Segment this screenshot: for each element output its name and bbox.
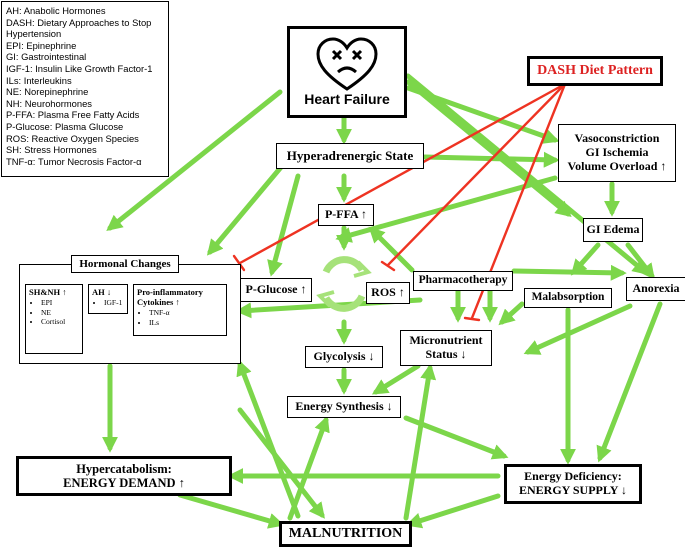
vaso-line-2: GI Ischemia (585, 145, 649, 160)
pffa-label: P-FFA ↑ (324, 207, 368, 222)
bar-ros (380, 260, 396, 272)
sad-heart-icon (316, 37, 378, 91)
edge-gi-anorexia (625, 242, 655, 280)
energy-synthesis-label: Energy Synthesis ↓ (295, 399, 393, 414)
malabsorption-label: Malabsorption (531, 291, 605, 304)
sh-nh-box: SH&NH ↑ EPI NE Cortisol (25, 284, 83, 354)
bar-pglucose (232, 254, 246, 272)
anorexia-node: Anorexia (626, 277, 685, 301)
energy-deficiency-line-1: Energy Deficiency: (524, 469, 622, 484)
cytokines-title-1: Pro-inflammatory (137, 287, 203, 297)
ros-label: ROS ↑ (371, 285, 405, 300)
abbreviation-entry: IGF-1: Insulin Like Growth Factor-1 (6, 62, 153, 74)
energy-deficiency-line-2: ENERGY SUPPLY ↓ (518, 483, 628, 497)
bar-micro (463, 316, 481, 322)
heart-failure-label: Heart Failure (304, 90, 390, 107)
abbreviation-entry: TNF-α: Tumor Necrosis Factor-α (6, 155, 142, 167)
ah-item: IGF-1 (104, 298, 124, 308)
vaso-line-3: Volume Overload ↑ (567, 158, 667, 173)
malabsorption-node: Malabsorption (524, 288, 612, 308)
abbreviation-entry: DASH: Dietary Approaches to Stop (6, 16, 152, 28)
cycle-arrows-icon (316, 256, 372, 312)
micronutrient-line-2: Status ↓ (425, 347, 467, 361)
vaso-line-1: Vasoconstriction (574, 131, 660, 146)
edge-hyper-pglucose (267, 173, 301, 277)
abbreviation-entry: NE: Norepinephrine (6, 86, 89, 98)
edge-hf-gi (405, 79, 572, 218)
hyperadrenergic-state-node: Hyperadrenergic State (276, 143, 424, 169)
abbreviation-entry: GI: Gastrointestinal (6, 51, 87, 63)
pglucose-label: P-Glucose ↑ (245, 282, 307, 297)
gi-edema-label: GI Edema (586, 222, 640, 237)
malnutrition-label: MALNUTRITION (288, 525, 403, 541)
edge-malnut-hormonal (236, 359, 301, 519)
gi-edema-node: GI Edema (583, 218, 643, 242)
edge-malnut-esynth (287, 415, 330, 521)
hormonal-changes-label: Hormonal Changes (79, 257, 171, 270)
edge-dash-ros (386, 82, 567, 267)
edge-pharm-anorexia (511, 264, 627, 281)
abbreviation-entry: ROS: Reactive Oxygen Species (6, 132, 139, 144)
edge-hypercat-malnut (177, 492, 285, 529)
energy-deficiency-node: Energy Deficiency: ENERGY SUPPLY ↓ (504, 464, 642, 504)
sh-nh-item: NE (41, 308, 79, 318)
abbreviation-entry: NH: Neurohormones (6, 97, 92, 109)
edge-hf-hormonal (106, 89, 283, 231)
hypercatabolism-line-2: ENERGY DEMAND ↑ (63, 476, 185, 490)
ah-title: AH ↓ (92, 287, 112, 297)
edge-anorexia-micro (523, 303, 633, 355)
abbreviation-entry: ILs: Interleukins (6, 74, 72, 86)
abbreviation-entry: EPI: Epinephrine (6, 39, 77, 51)
abbreviation-entry: SH: Stress Hormones (6, 144, 97, 156)
edge-dash-pglucose (238, 82, 567, 265)
pharmacotherapy-label: Pharmacotherapy (418, 274, 508, 287)
abbreviation-entry: P-Glucose: Plasma Glucose (6, 120, 124, 132)
edge-micro-esynth (371, 363, 421, 395)
edge-malab-micro (498, 301, 525, 326)
energy-synthesis-node: Energy Synthesis ↓ (287, 396, 401, 418)
heart-failure-node: Heart Failure (287, 26, 407, 118)
hyperadrenergic-label: Hyperadrenergic State (286, 147, 414, 163)
sh-nh-title: SH&NH ↑ (29, 287, 67, 297)
hypercatabolism-node: Hypercatabolism: ENERGY DEMAND ↑ (16, 456, 232, 496)
edge-malnut-micro (403, 363, 437, 521)
abbreviation-entry: AH: Anabolic Hormones (6, 5, 106, 16)
edge-anorexia-energydef (596, 301, 663, 463)
dash-diet-node: DASH Diet Pattern (527, 56, 663, 86)
cytokines-item: ILs (149, 318, 223, 328)
edge-energydef-malnut (405, 493, 501, 529)
ah-box: AH ↓ IGF-1 (88, 284, 128, 314)
ros-node: ROS ↑ (366, 282, 410, 304)
cytokines-item: TNF-α (149, 308, 223, 318)
hypercatabolism-line-1: Hypercatabolism: (76, 461, 172, 476)
pharmacotherapy-node: Pharmacotherapy (413, 271, 513, 291)
cytokines-box: Pro-inflammatory Cytokines ↑ TNF-α ILs (133, 284, 227, 336)
edge-esynth-malnut-cross (237, 407, 325, 519)
pglucose-node: P-Glucose ↑ (240, 278, 312, 302)
micronutrient-line-1: Micronutrient (409, 333, 483, 348)
cytokines-title-2: Cytokines ↑ (137, 297, 180, 307)
abbreviation-entry: Hypertension (6, 28, 62, 40)
sh-nh-item: EPI (41, 298, 79, 308)
glycolysis-node: Glycolysis ↓ (305, 346, 383, 368)
edge-pharm-pffa (368, 226, 415, 273)
pffa-node: P-FFA ↑ (318, 204, 374, 226)
hormonal-changes-title: Hormonal Changes (71, 255, 179, 273)
edge-hyper-vaso (422, 151, 560, 168)
vasoconstriction-node: Vasoconstriction GI Ischemia Volume Over… (558, 124, 676, 182)
edge-hyper-hormonal (206, 163, 285, 256)
micronutrient-node: Micronutrient Status ↓ (400, 330, 492, 366)
dash-diet-label: DASH Diet Pattern (537, 62, 653, 78)
edge-gi-malab (570, 242, 601, 276)
anorexia-label: Anorexia (632, 281, 680, 296)
abbreviation-entry: P-FFA: Plasma Free Fatty Acids (6, 109, 140, 121)
sh-nh-item: Cortisol (41, 317, 79, 327)
glycolysis-label: Glycolysis ↓ (313, 349, 375, 364)
malnutrition-node: MALNUTRITION (279, 521, 412, 547)
